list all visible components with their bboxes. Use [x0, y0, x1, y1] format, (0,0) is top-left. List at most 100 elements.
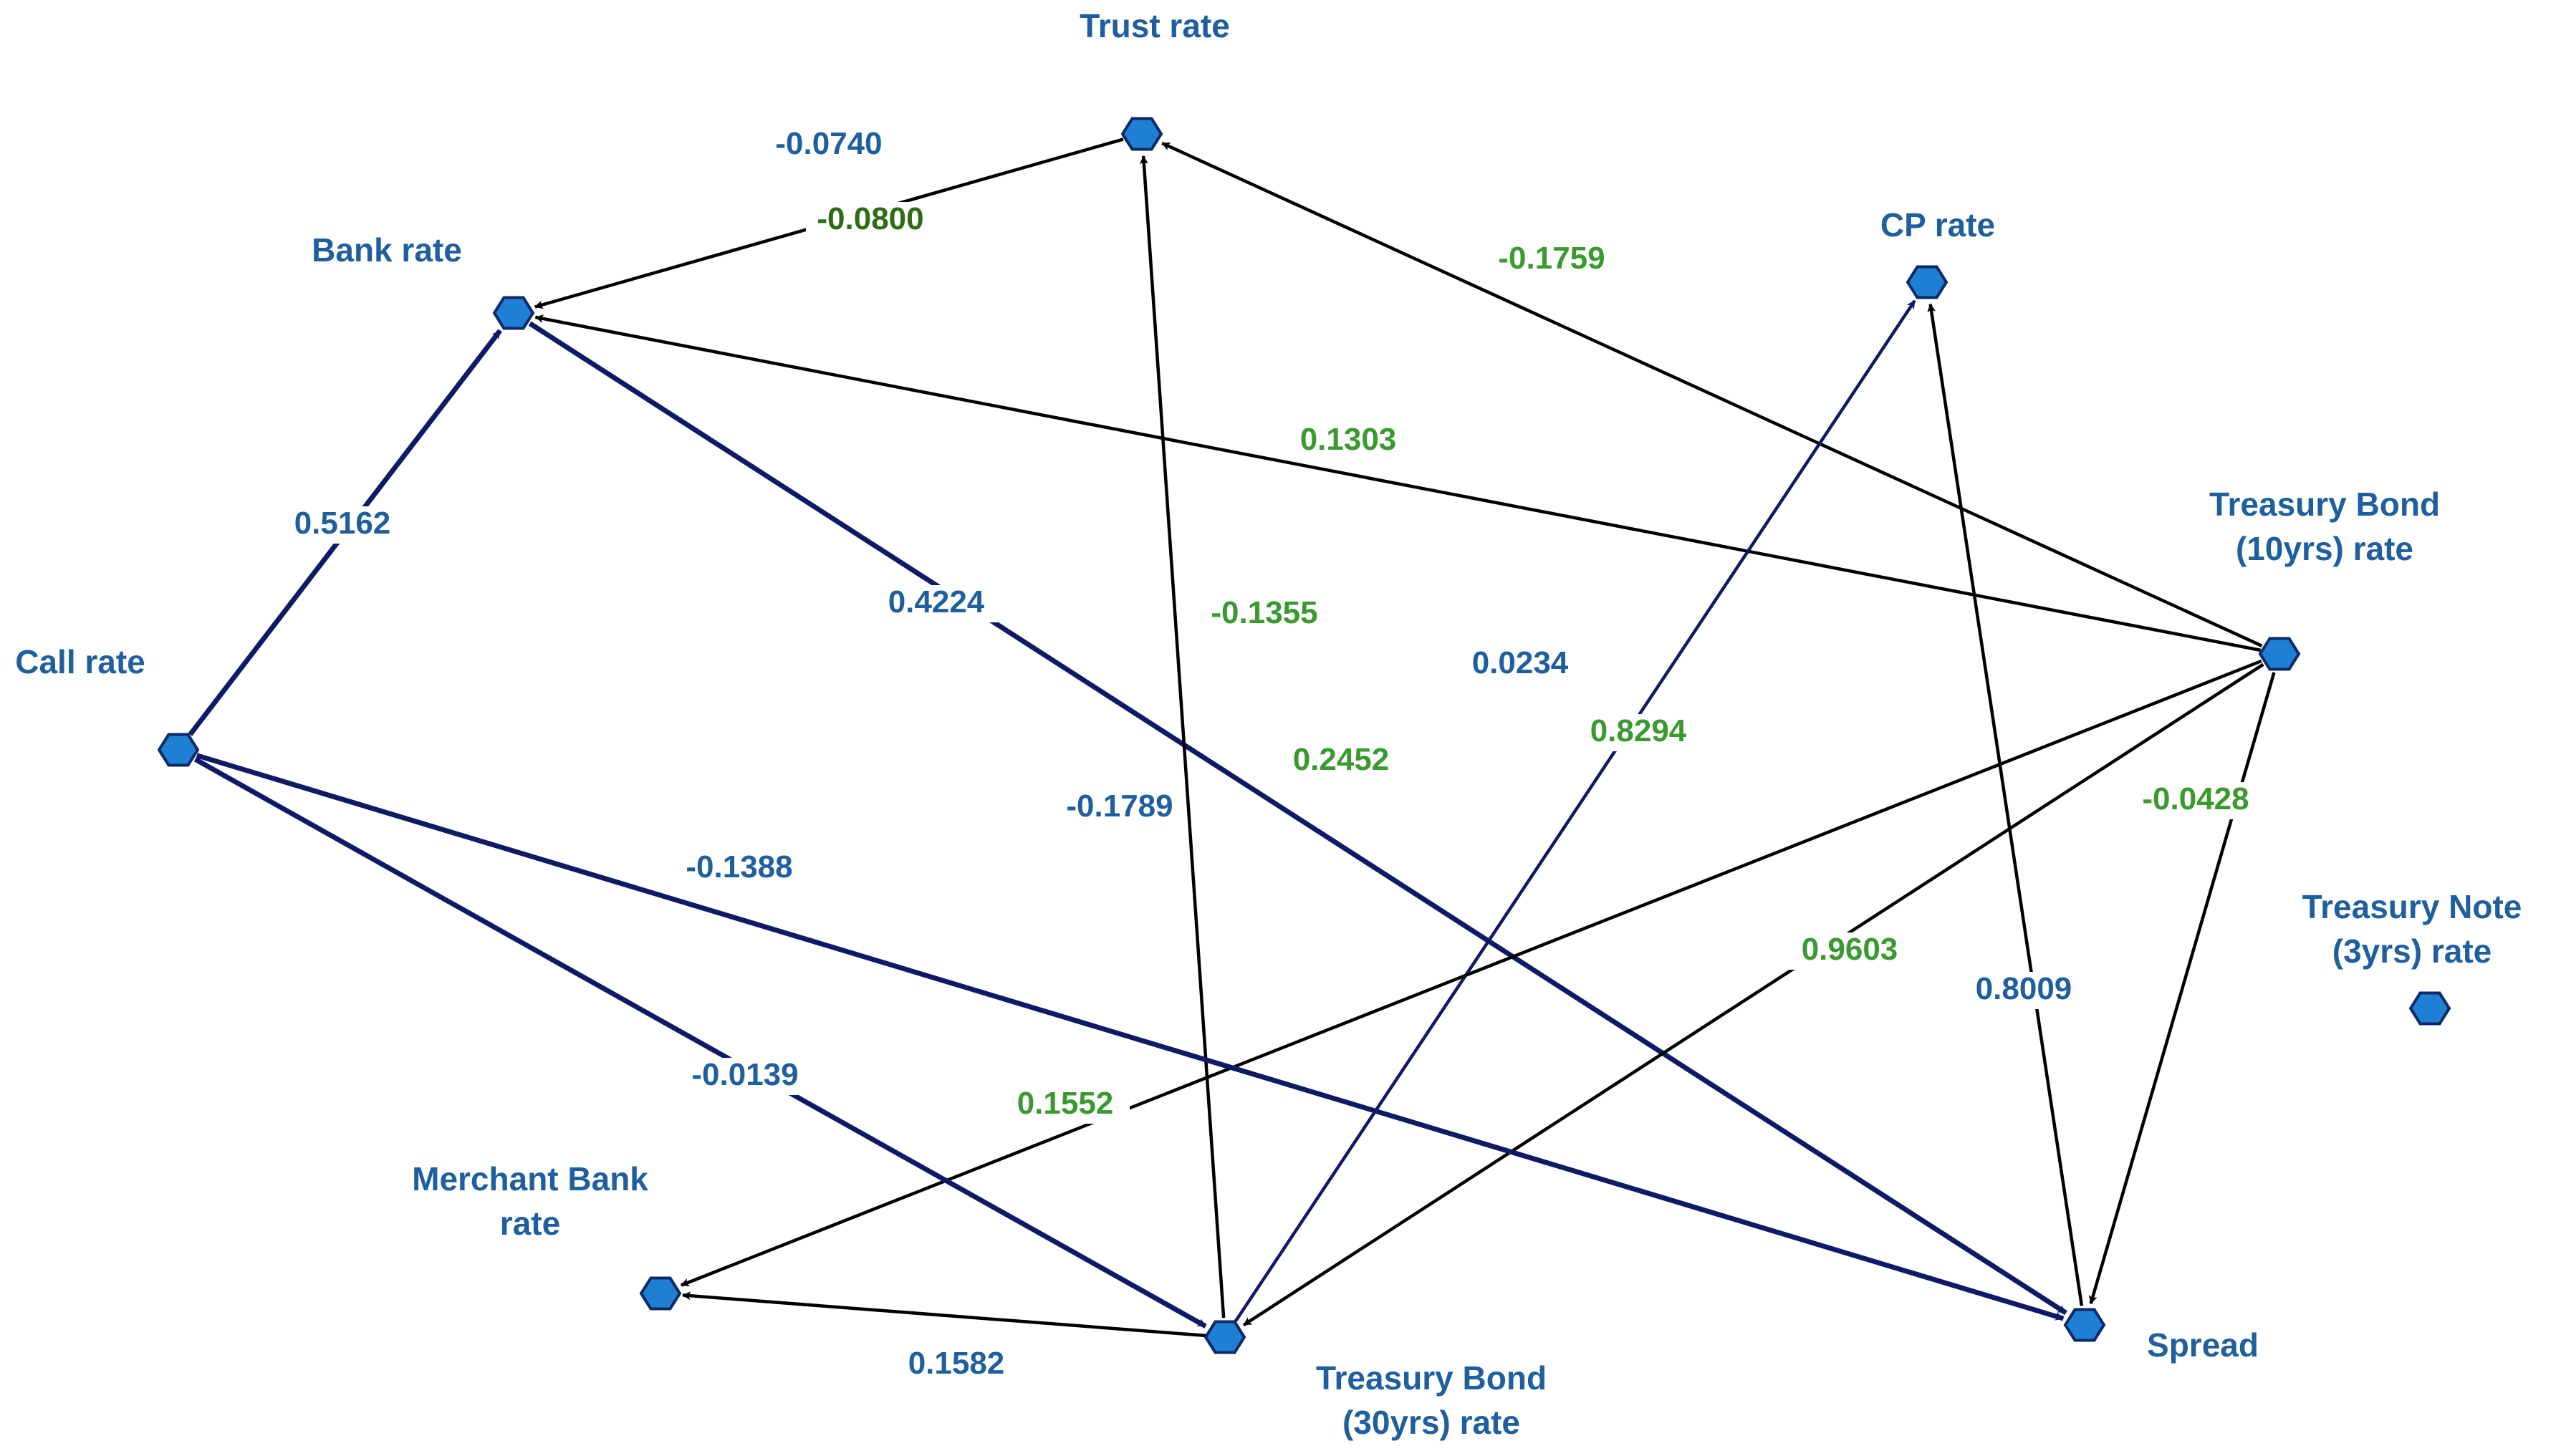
node-merchant-hexagon	[639, 1276, 682, 1311]
edge-tb10-to-bank	[534, 314, 2261, 652]
node-merchant-label: Merchant Bank rate	[412, 1160, 648, 1242]
edge-label-text: -0.1388	[686, 849, 792, 884]
node-tb10-label: Treasury Bond (10yrs) rate	[2209, 486, 2440, 567]
edge-call-to-tb30	[193, 757, 1207, 1329]
edge-label-text: 0.5162	[294, 506, 391, 541]
edge-label: -0.1388	[675, 849, 804, 887]
node-label-line: Treasury Note	[2302, 888, 2522, 925]
edge-label-background	[675, 850, 804, 887]
node-label-line: Treasury Bond	[1316, 1359, 1547, 1397]
edge-label: -0.1759	[1487, 241, 1616, 279]
edge-spread-to-cp	[1927, 303, 2084, 1306]
node-label-line: Treasury Bond	[2209, 486, 2440, 523]
edge-label-text: -0.0139	[691, 1057, 798, 1092]
edge-label: -0.0139	[681, 1057, 809, 1095]
edge-label-background	[892, 1346, 1021, 1384]
edge-bank-to-spread	[528, 321, 2067, 1316]
edge-label-text: 0.1552	[1017, 1086, 1114, 1121]
node-call-hexagon	[157, 733, 200, 767]
edge-label: 0.8009	[1959, 971, 2088, 1009]
edge-label-background	[1200, 596, 1329, 633]
edge-label-background	[681, 1058, 809, 1095]
node-trust-label: Trust rate	[1080, 7, 1230, 44]
edge-label: 0.1303	[1284, 422, 1413, 460]
node-label-line: Bank rate	[312, 231, 462, 269]
edges-layer	[188, 138, 2276, 1338]
edge-label: 0.4224	[872, 584, 1001, 622]
edge-tb30-to-merchant	[681, 1291, 1206, 1338]
nodes-layer	[157, 117, 2451, 1354]
edge-label: 0.0234	[1456, 645, 1585, 683]
edge-label: 0.9603	[1785, 932, 1914, 970]
edge-label-background	[1487, 241, 1616, 279]
edge-label-background	[872, 585, 1001, 622]
edge-label-background	[278, 506, 407, 544]
edge-label-background	[1284, 423, 1413, 460]
edge-label-text: -0.1789	[1066, 789, 1173, 824]
edge-label-text: -0.0428	[2142, 781, 2249, 816]
node-label-line: Merchant Bank	[412, 1160, 648, 1197]
edge-tb10-to-spread	[2088, 672, 2276, 1305]
node-label-line: rate	[500, 1205, 560, 1242]
edge-labels-layer: -0.0740 -0.0800 -0.1759 0.1303 0.5162 0.4224 -…	[278, 126, 2260, 1384]
edge-label-background	[1001, 1086, 1130, 1124]
edge-label: 0.1552	[1001, 1086, 1130, 1124]
edge-label-text: 0.0234	[1472, 645, 1569, 680]
edge-tb30-to-cp	[1234, 299, 1916, 1322]
edge-label-text: -0.0740	[775, 126, 882, 161]
node-label-line: Spread	[2147, 1326, 2259, 1364]
edge-label-background	[1456, 646, 1585, 683]
edge-label-text: 0.8294	[1590, 713, 1687, 748]
edge-label-text: 0.9603	[1802, 932, 1898, 967]
edge-label: 0.2452	[1277, 742, 1405, 780]
edge-label-background	[1785, 932, 1914, 970]
node-cp-label: CP rate	[1880, 206, 1995, 244]
edge-label-text: -0.0800	[817, 201, 923, 236]
edge-label-text: 0.1303	[1300, 422, 1397, 457]
node-tb30-hexagon	[1203, 1320, 1246, 1354]
edge-tb30-to-trust	[1139, 155, 1226, 1318]
edge-label-background	[1055, 789, 1184, 826]
edge-label-text: -0.1355	[1211, 595, 1317, 630]
node-trust-hexagon	[1120, 117, 1163, 151]
node-tb10-hexagon	[2258, 637, 2301, 671]
node-tb30-label: Treasury Bond (30yrs) rate	[1316, 1359, 1547, 1441]
node-spread-hexagon	[2063, 1308, 2106, 1342]
node-call-label: Call rate	[15, 643, 145, 680]
edge-label: 0.5162	[278, 506, 407, 544]
node-bank-hexagon	[492, 296, 535, 330]
node-tn3-label: Treasury Note(3yrs) rate	[2302, 888, 2522, 970]
edge-label: -0.0740	[764, 126, 893, 164]
node-tn3-hexagon	[2408, 991, 2451, 1026]
edge-label-background	[2131, 782, 2260, 819]
edge-label-background	[1277, 743, 1405, 780]
edge-label-text: 0.2452	[1293, 742, 1390, 777]
node-label-line: (10yrs) rate	[2236, 530, 2413, 567]
edge-label-text: 0.8009	[1976, 971, 2072, 1006]
edge-label: -0.1355	[1200, 595, 1329, 633]
edge-label: 0.8294	[1574, 713, 1703, 751]
edge-label: -0.0428	[2131, 781, 2260, 819]
edge-label: -0.0800	[806, 201, 935, 239]
edge-label-background	[1574, 714, 1703, 751]
edge-label-background	[806, 202, 935, 239]
edge-label: -0.1789	[1055, 789, 1184, 826]
edge-label-background	[764, 127, 893, 164]
node-label-line: CP rate	[1880, 206, 1995, 244]
edge-label-text: 0.1582	[908, 1346, 1005, 1381]
edge-label-text: -0.1759	[1498, 241, 1605, 276]
node-label-line: (30yrs) rate	[1342, 1404, 1520, 1441]
edge-call-to-spread	[196, 753, 2065, 1321]
node-bank-label: Bank rate	[312, 231, 462, 269]
edge-label-text: 0.4224	[888, 584, 985, 619]
edge-tb10-to-trust	[1161, 141, 2263, 647]
node-cp-hexagon	[1906, 265, 1948, 299]
node-label-line: Call rate	[15, 643, 145, 680]
edge-label-background	[1959, 972, 2088, 1009]
edge-label: 0.1582	[892, 1346, 1021, 1384]
edge-tb10-to-tb30	[1242, 662, 2264, 1327]
node-spread-label: Spread	[2147, 1326, 2259, 1364]
node-label-line: Trust rate	[1080, 7, 1230, 44]
